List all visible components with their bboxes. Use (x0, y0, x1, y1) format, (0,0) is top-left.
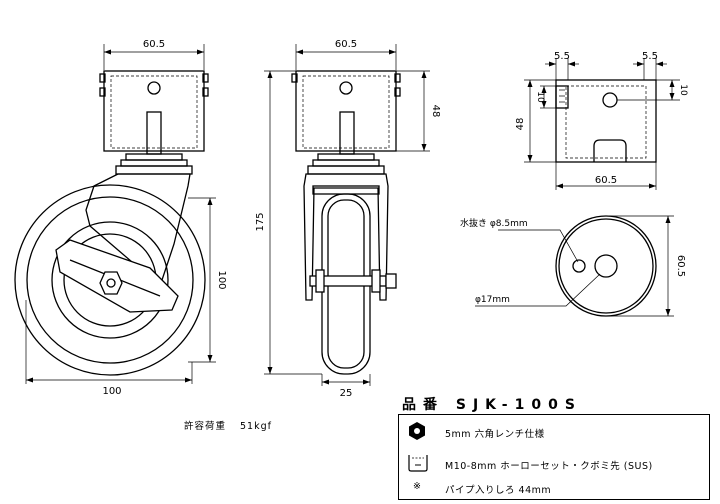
bottom-view: 水抜き φ8.5mm φ17mm 60.5 (460, 215, 686, 317)
front-view: 60.5 48 175 25 (255, 39, 441, 399)
dim-wheel-width: 25 (340, 388, 353, 399)
spec-text: パイプ入りしろ 44mm (445, 485, 552, 496)
dim-mid-plate-height: 48 (430, 105, 441, 118)
allowable-load-value: 51kgf (240, 421, 272, 432)
dim-left-top-width: 60.5 (143, 39, 165, 50)
spec-row: ※ パイプ入りしろ 44mm (399, 481, 709, 497)
spec-row: 5mm 六角レンチ仕様 (399, 421, 709, 443)
bracket-detail: 5.5 5.5 10 10 48 60.5 (515, 51, 688, 190)
dim-wheel-diameter: 100 (102, 386, 121, 397)
label-drain-hole: 水抜き φ8.5mm (460, 217, 528, 229)
label-center-hole: φ17mm (475, 295, 510, 305)
plate-bracket-icon (408, 455, 428, 472)
spec-box: 5mm 六角レンチ仕様 M10-8mm ホーローセット・クボミ先 (SUS) ※… (398, 414, 710, 500)
product-code-value: SJK-100S (455, 397, 582, 413)
dim-mid-top-width: 60.5 (335, 39, 357, 50)
allowable-load: 許容荷重 51kgf (184, 418, 286, 432)
allowable-load-label: 許容荷重 (184, 421, 227, 432)
spec-text: M10-8mm ホーローセット・クボミ先 (SUS) (445, 461, 653, 472)
dim-bottom-diameter: 60.5 (675, 255, 686, 277)
spec-row: M10-8mm ホーローセット・クボミ先 (SUS) (399, 453, 709, 477)
hex-wrench-icon (409, 422, 425, 440)
dim-wheel-height: 100 (216, 270, 227, 289)
dim-slot-right: 5.5 (642, 51, 658, 62)
dim-bracket-width: 60.5 (595, 175, 617, 186)
side-view-with-brake: 60.5 100 100 (14, 39, 227, 397)
dim-bracket-height: 48 (515, 118, 526, 131)
note-mark: ※ (413, 481, 421, 492)
dim-slot-left: 5.5 (554, 51, 570, 62)
product-code-label: 品番 (402, 397, 444, 413)
dim-offset-left: 10 (535, 91, 545, 103)
dim-total-height: 175 (255, 212, 266, 231)
product-code: 品番 SJK-100S (402, 394, 582, 414)
spec-text: 5mm 六角レンチ仕様 (445, 429, 545, 440)
dim-offset-right: 10 (678, 84, 688, 96)
